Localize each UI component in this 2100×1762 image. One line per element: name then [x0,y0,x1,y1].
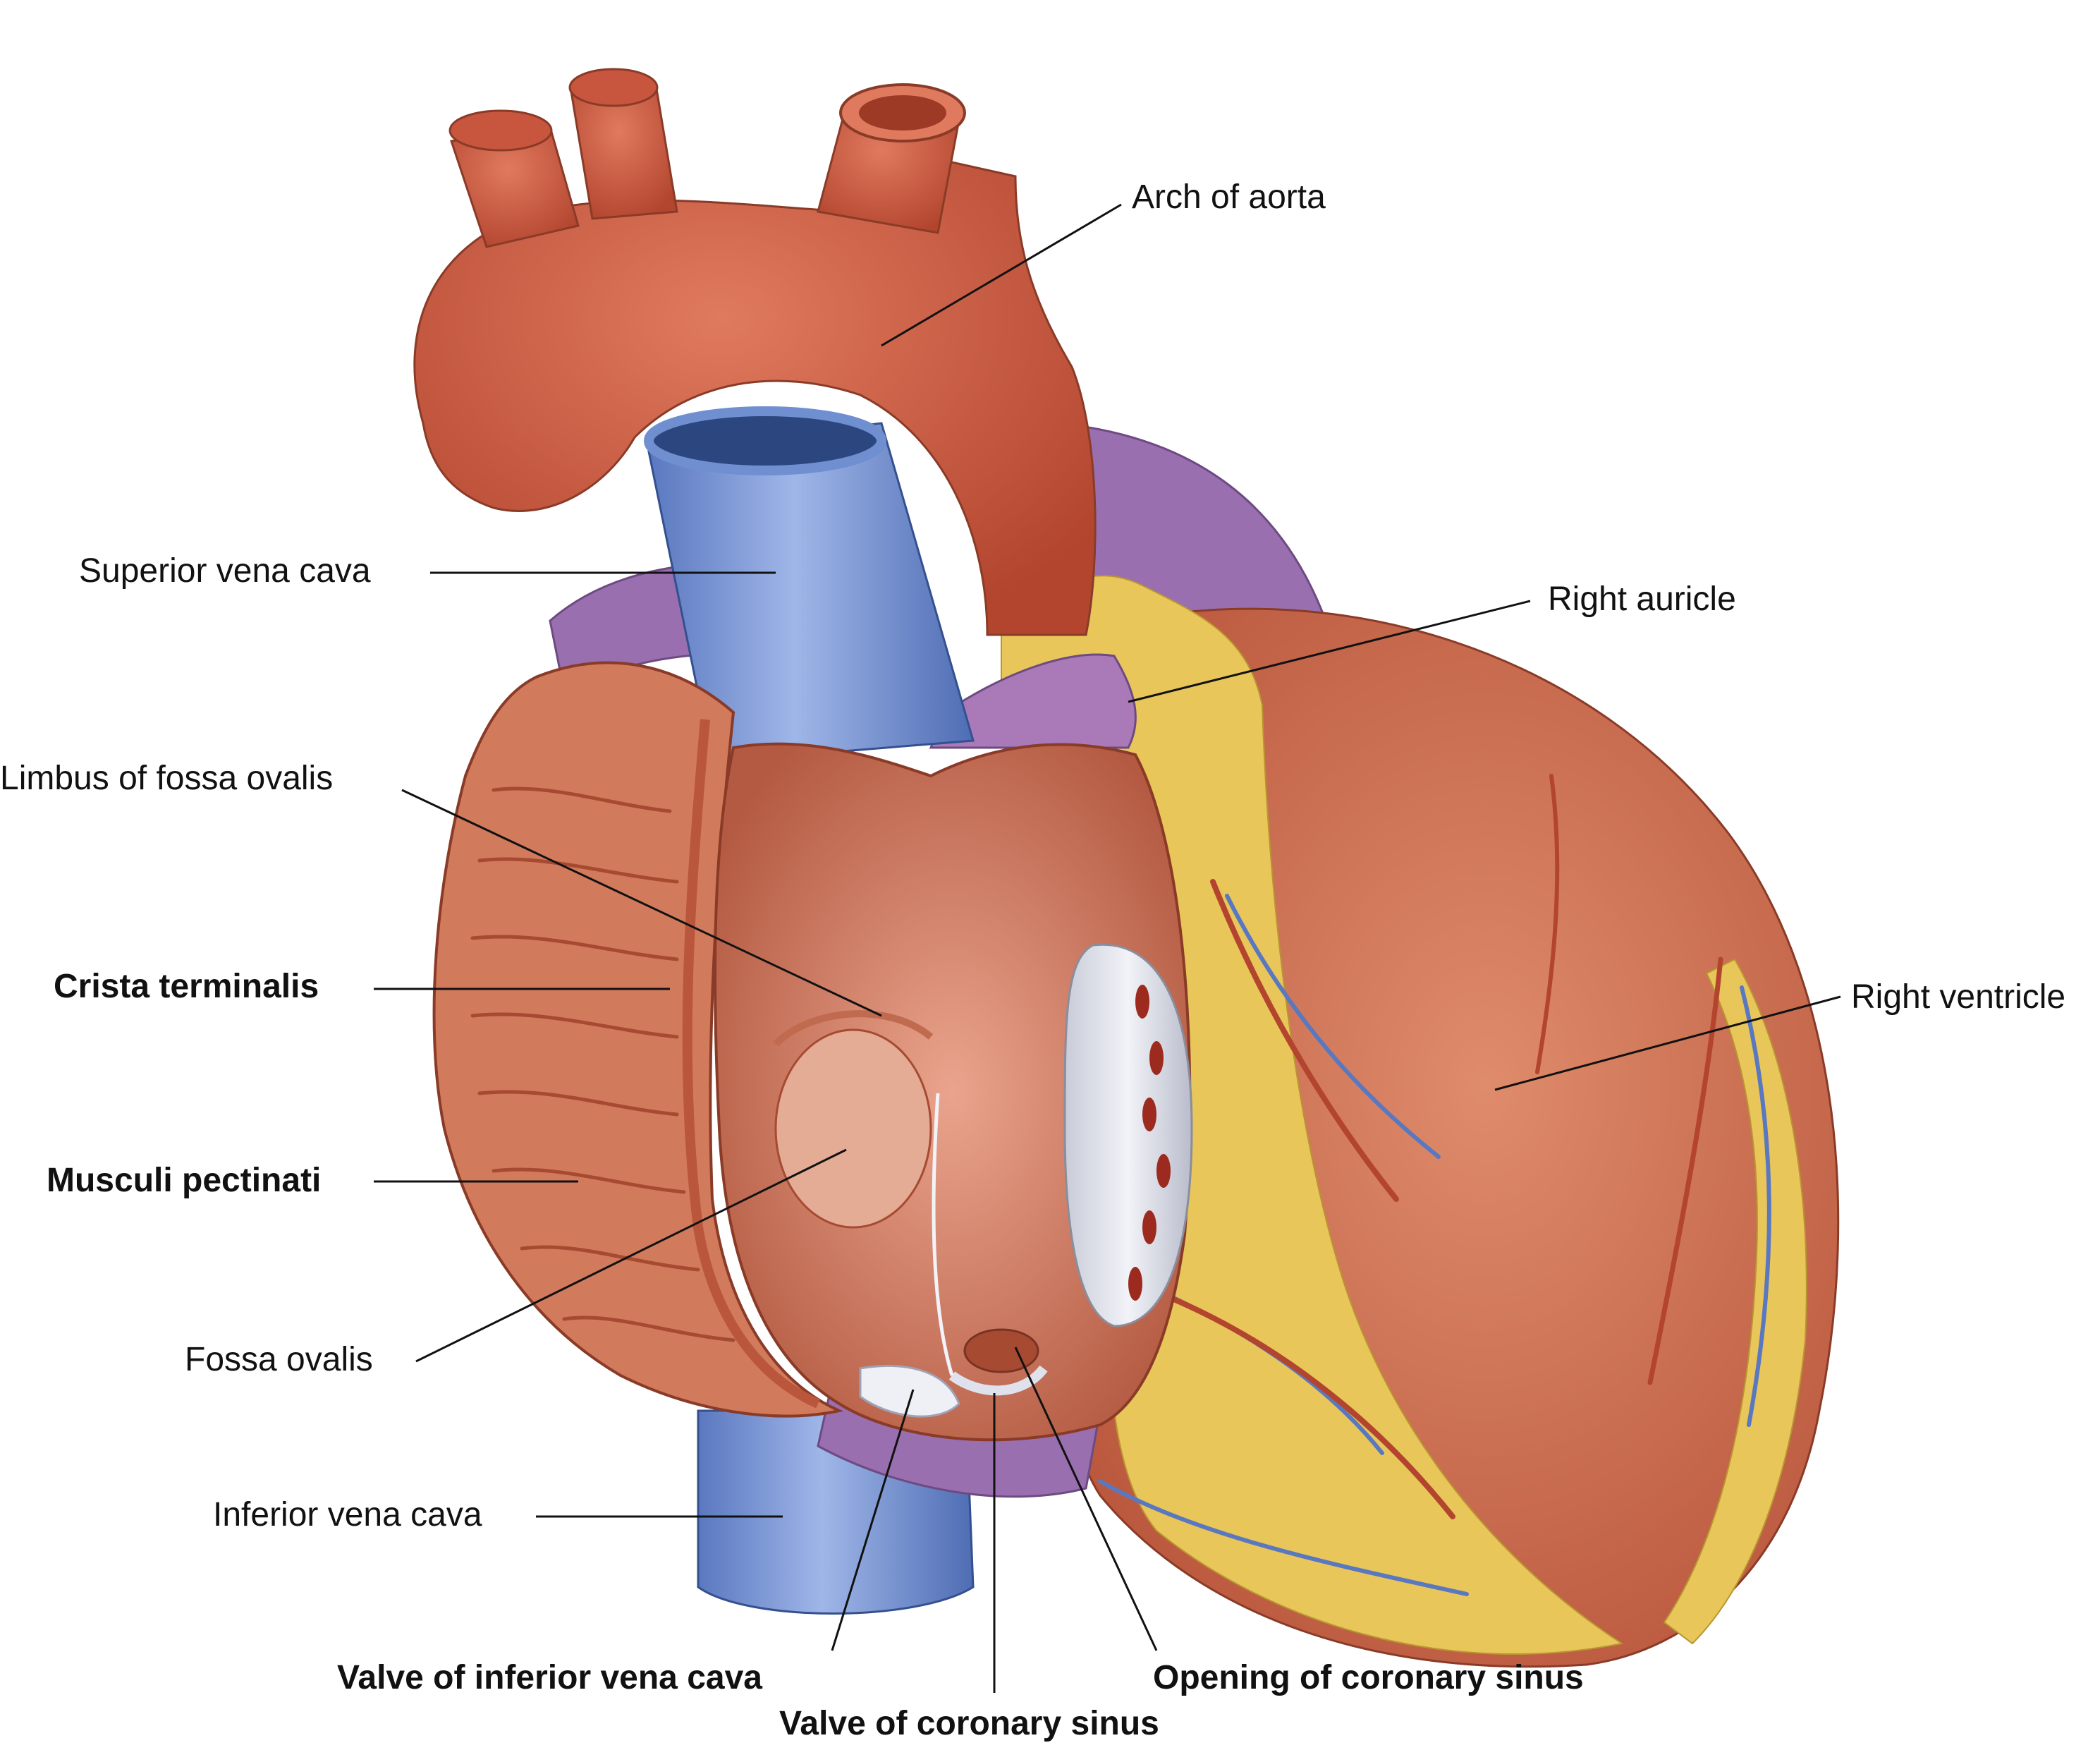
label-limbus-of-fossa-ovalis: Limbus of fossa ovalis [0,760,334,797]
ivc-valve-shape [859,1365,960,1418]
label-musculi-pectinati: Musculi pectinati [47,1162,322,1199]
label-crista-terminalis: Crista terminalis [54,968,319,1005]
leader-limbus [401,789,882,1017]
label-opening-of-coronary-sinus: Opening of coronary sinus [1153,1659,1584,1696]
label-valve-of-inferior-vena-cava: Valve of inferior vena cava [337,1659,762,1696]
leader-right-auricle [1128,600,1531,703]
carotid-opening [568,68,659,107]
tendon-of-todaro [932,1093,954,1376]
anterior-fat-band [1663,958,1807,1645]
chordae-tendineae [1128,985,1171,1301]
leader-right-ventricle [1494,995,1841,1091]
leader-lines [374,203,1841,1693]
coronary-sinus-opening-shape [963,1328,1039,1373]
superior-vena-cava-opening [644,406,886,475]
label-superior-vena-cava: Superior vena cava [79,552,371,590]
limbus-ridge [773,1010,934,1047]
brachiocephalic-opening [448,109,553,152]
label-inferior-vena-cava: Inferior vena cava [213,1496,482,1533]
right-auricle-shape [929,653,1137,749]
coronary-sinus-valve-shape [948,1365,1048,1396]
label-arch-of-aorta: Arch of aorta [1132,178,1326,216]
crista-terminalis-ridge [682,719,820,1409]
label-right-auricle: Right auricle [1548,581,1736,618]
leader-fossa-ovalis [415,1148,847,1363]
leader-valve-ivc [831,1389,915,1651]
right-atrium-interior [714,742,1192,1442]
fossa-ovalis-shape [774,1028,932,1229]
subclavian-lumen [859,95,946,130]
leader-arch-of-aorta [881,203,1122,347]
musculi-pectinati-ridges [470,786,735,1342]
label-valve-of-coronary-sinus: Valve of coronary sinus [779,1705,1159,1742]
tricuspid-orifice [1063,943,1193,1327]
label-fossa-ovalis: Fossa ovalis [185,1341,373,1378]
coronary-vessels [1098,774,1771,1596]
label-right-ventricle: Right ventricle [1851,978,2066,1016]
leader-opening-coronary-sinus [1014,1347,1158,1651]
